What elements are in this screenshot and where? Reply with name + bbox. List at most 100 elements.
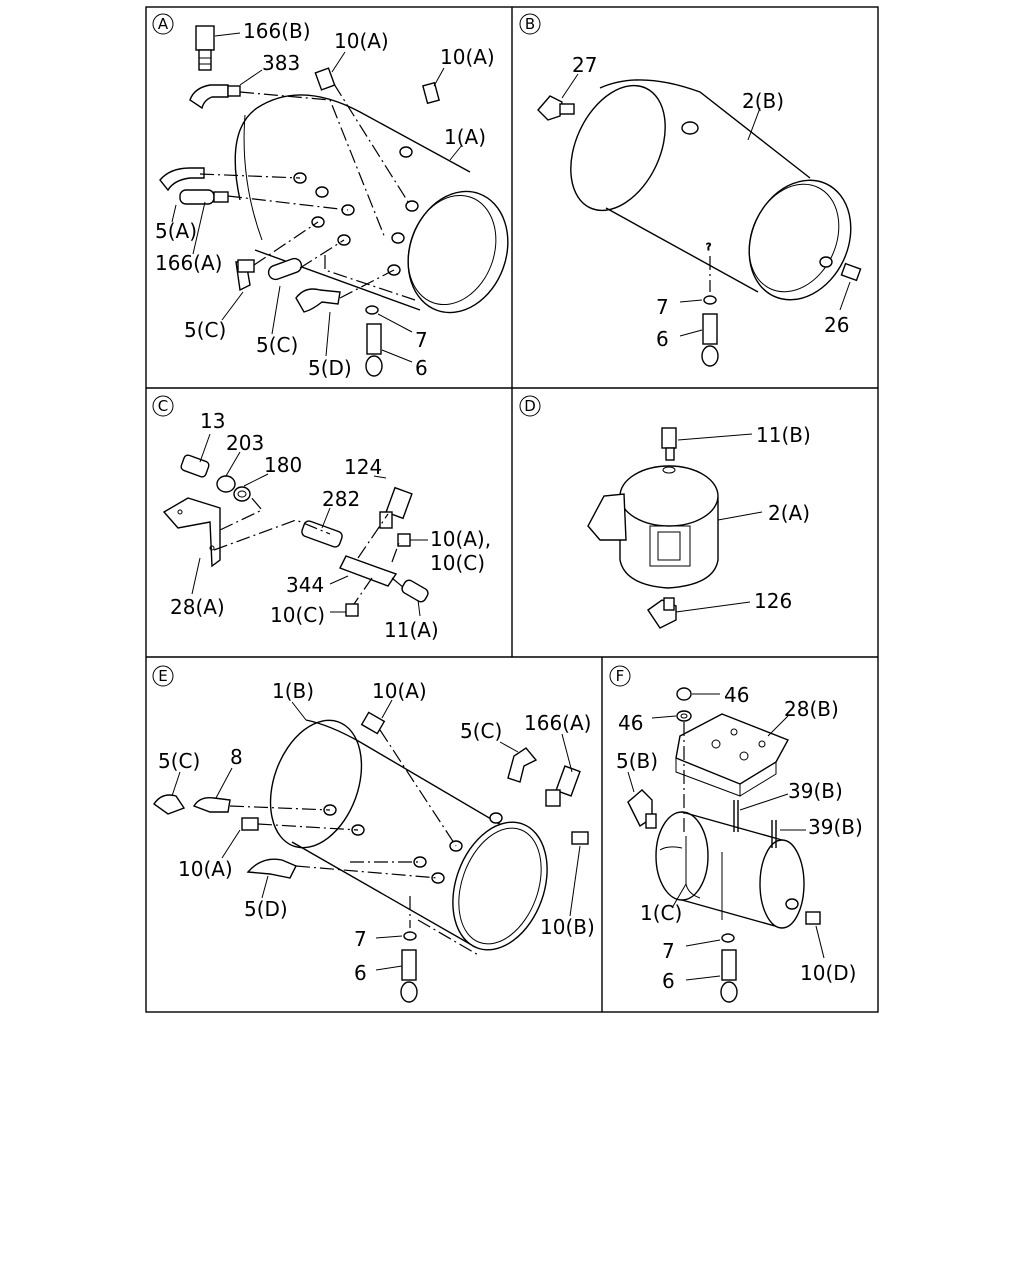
part-callout-label: 10(A) <box>372 679 427 703</box>
connector-lines-c <box>213 495 405 605</box>
part-callout-label: 27 <box>572 53 597 77</box>
part-callout-label: 2(B) <box>742 89 784 113</box>
elbow-383 <box>189 84 241 110</box>
panel-badge-letter: F <box>616 667 625 685</box>
panel-badge-letter: D <box>524 397 536 415</box>
panel-d-badge: D <box>519 395 541 417</box>
plug-10c-lower <box>345 603 359 617</box>
part-callout-label: 1(C) <box>640 901 682 925</box>
washer-7-e <box>403 896 417 941</box>
fitting-166a-e <box>545 765 581 807</box>
fitting-166b <box>195 25 215 71</box>
part-callout-label: 7 <box>354 927 367 951</box>
plug-10a-right <box>422 81 440 105</box>
leader-lines-d <box>675 433 763 613</box>
elbow-27 <box>537 95 575 121</box>
elbow-5c-e2 <box>507 747 538 783</box>
washer-7-b: ? <box>703 242 717 305</box>
drain-cock-6-e <box>400 949 418 1003</box>
fitting-11b <box>661 427 677 461</box>
callouts-a: 166(B) 383 10(A) 10(A) 1(A) 5(A) 166(A) … <box>155 19 495 380</box>
elbow-5d-e <box>246 858 297 879</box>
part-callout-label: 8 <box>230 745 243 769</box>
panel-badge-letter: A <box>158 15 169 33</box>
connector-lines-e <box>229 729 481 957</box>
leader-lines-e <box>171 699 581 971</box>
part-callout-label: 6 <box>354 961 367 985</box>
part-callout-label: 10(C) <box>270 603 325 627</box>
panel-b-badge: B <box>519 13 541 35</box>
part-callout-label: 7 <box>415 328 428 352</box>
panel-d: D 11(B) 2(A) 126 <box>519 395 811 629</box>
drain-cock-6-f <box>720 949 738 1003</box>
part-callout-label: 344 <box>286 573 324 597</box>
valve-344 <box>339 555 398 587</box>
part-callout-label: 5(B) <box>616 749 658 773</box>
part-callout-label: 5(D) <box>308 356 352 380</box>
plug-26 <box>819 256 862 282</box>
part-callout-label: 5(C) <box>158 749 200 773</box>
air-tank-1a <box>234 94 509 314</box>
fitting-8 <box>192 796 231 813</box>
part-callout-label: 7 <box>656 295 669 319</box>
part-callout-label: 11(B) <box>756 423 811 447</box>
part-callout-label: 1(A) <box>444 125 486 149</box>
leader-lines-c <box>191 433 428 617</box>
callouts-e: 1(B) 10(A) 5(C) 166(A) 5(C) 8 10(A) 5(D)… <box>158 679 595 985</box>
leader-lines-f <box>627 693 825 981</box>
panel-f-badge: F <box>609 665 631 687</box>
panel-c-badge: C <box>152 395 174 417</box>
elbow-126 <box>647 597 677 629</box>
drain-cock-6-a <box>365 323 383 377</box>
bolt-13 <box>180 454 210 478</box>
bolt-282 <box>301 520 343 548</box>
part-callout-label: 10(A) <box>440 45 495 69</box>
part-callout-label: 28(B) <box>784 697 839 721</box>
elbow-5b <box>627 789 657 829</box>
part-callout-label: 5(C) <box>256 333 298 357</box>
panel-badge-letter: B <box>525 15 535 33</box>
panel-badge-letter: E <box>158 667 167 685</box>
air-tank-2b <box>570 79 852 301</box>
elbow-5a <box>159 167 205 192</box>
part-callout-label: 180 <box>264 453 302 477</box>
air-tank-1b <box>269 719 548 951</box>
washer-7-a <box>365 305 379 315</box>
panel-e: E <box>152 665 595 1003</box>
panel-f: F <box>609 665 863 1003</box>
part-callout-label: 28(A) <box>170 595 225 619</box>
plug-10a-e-top <box>360 711 386 735</box>
bracket-28b <box>675 713 789 797</box>
part-callout-label: 11(A) <box>384 618 439 642</box>
part-callout-label: 7 <box>662 939 675 963</box>
part-callout-label: 203 <box>226 431 264 455</box>
part-callout-label: 166(A) <box>524 711 591 735</box>
part-callout-label: 5(C) <box>184 318 226 342</box>
svg-text:?: ? <box>706 242 711 253</box>
part-callout-label: 383 <box>262 51 300 75</box>
u-bolt-39b-left <box>685 800 739 920</box>
tank-ports-a <box>293 146 419 276</box>
leader-lines-a <box>171 32 463 363</box>
part-callout-label: 5(D) <box>244 897 288 921</box>
callouts-c: 13 203 180 124 282 10(A), 10(C) 344 28(A… <box>170 409 491 642</box>
washer-46-lower <box>676 710 692 722</box>
panel-b: B ? <box>519 13 862 367</box>
air-tank-2a <box>587 465 719 589</box>
part-callout-label: 39(B) <box>808 815 863 839</box>
plug-10ac-upper <box>397 533 411 547</box>
washer-7-f <box>721 933 735 943</box>
tank-ports-e <box>323 804 503 884</box>
plug-10a-left <box>314 67 336 91</box>
part-callout-label: 282 <box>322 487 360 511</box>
part-callout-label: 10(C) <box>430 551 485 575</box>
bracket-28a <box>162 497 221 568</box>
nut-46-upper <box>676 687 692 701</box>
plug-10a-e-left <box>241 817 259 831</box>
callouts-b: 27 2(B) 7 6 26 <box>572 53 849 351</box>
sensor-124 <box>379 486 413 529</box>
part-callout-label: 10(A), <box>430 527 491 551</box>
part-callout-label: 26 <box>824 313 849 337</box>
u-bolt-39b-right <box>771 820 777 848</box>
